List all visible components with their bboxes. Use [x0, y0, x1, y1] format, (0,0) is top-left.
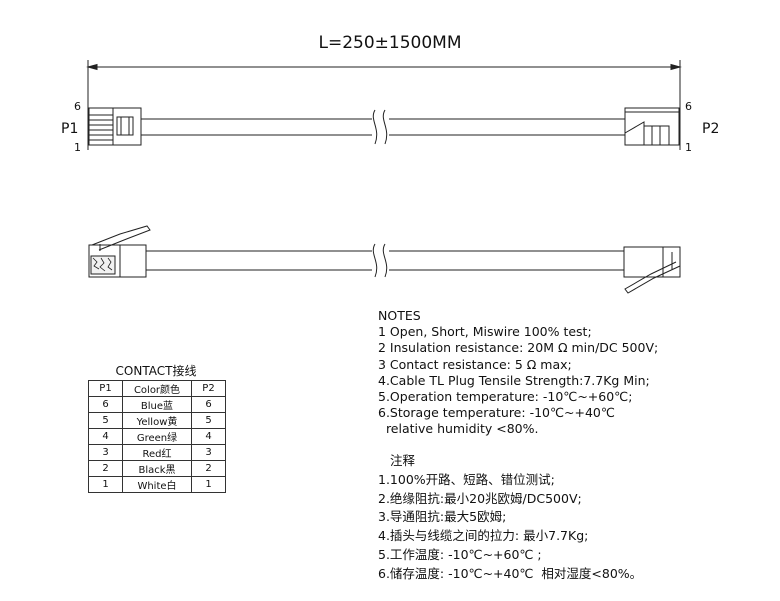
cell-p1: 1 [88, 476, 123, 493]
note-line: 5.Operation temperature: -10℃~+60℃; [378, 389, 633, 405]
cell-p1: 6 [88, 396, 123, 413]
table-row: 6 Blue蓝 6 [88, 396, 226, 413]
top-right-plug [624, 107, 680, 146]
cell-p2: 6 [191, 396, 226, 413]
cell-p1: 5 [88, 412, 123, 429]
contact-table-header: P1 Color颜色 P2 [88, 380, 226, 397]
p1-label: P1 [61, 121, 79, 137]
table-row: 3 Red红 3 [88, 444, 226, 461]
note-line: 1 Open, Short, Miswire 100% test; [378, 324, 592, 340]
p2-pin-bottom: 1 [685, 141, 692, 154]
cell-color: Red红 [122, 444, 192, 461]
cell-p2: 5 [191, 412, 226, 429]
notes-cn-title: 注释 [390, 453, 416, 468]
notes-title: NOTES [378, 308, 421, 323]
note-line: 3 Contact resistance: 5 Ω max; [378, 356, 572, 372]
cell-p1: 2 [88, 460, 123, 477]
note-line: 2 Insulation resistance: 20M Ω min/DC 50… [378, 340, 659, 356]
note-cn-line: 5.工作温度: -10℃~+60℃ ; [378, 546, 542, 562]
notes-cn-block: 注释 1.100%开路、短路、错位测试; 2.绝缘阻抗:最小20兆欧姆/DC50… [378, 452, 642, 584]
note-cn-line: 4.插头与线缆之间的拉力: 最小7.7Kg; [378, 528, 589, 544]
side-right-plug [623, 246, 681, 294]
note-cn-line: 2.绝缘阻抗:最小20兆欧姆/DC500V; [378, 490, 582, 506]
note-cn-line: 3.导通阻抗:最大5欧姆; [378, 509, 507, 525]
cell-color: Blue蓝 [122, 396, 192, 413]
table-row: 5 Yellow黄 5 [88, 412, 226, 429]
note-line: 4.Cable TL Plug Tensile Strength:7.7Kg M… [378, 372, 650, 388]
cell-color: Black黑 [122, 460, 192, 477]
side-left-plug [88, 225, 151, 278]
header-p1: P1 [88, 380, 123, 397]
cell-p1: 4 [88, 428, 123, 445]
cell-p2: 2 [191, 460, 226, 477]
dimension-arrow-left [86, 63, 98, 71]
note-cn-line: 1.100%开路、短路、错位测试; [378, 471, 555, 487]
cell-p2: 3 [191, 444, 226, 461]
contact-table-title: CONTACT接线 [115, 364, 197, 378]
side-break-mark-right [382, 243, 388, 278]
cell-p2: 4 [191, 428, 226, 445]
cell-p1: 3 [88, 444, 123, 461]
cell-color: White白 [122, 476, 192, 493]
cell-color: Green绿 [122, 428, 192, 445]
p2-pin-top: 6 [685, 100, 692, 113]
side-break-mark-left [372, 243, 378, 278]
note-line: relative humidity <80%. [378, 421, 539, 437]
break-mark-left [372, 109, 378, 145]
note-cn-line: 6.储存温度: -10℃~+40℃ 相对湿度<80%。 [378, 565, 643, 581]
top-left-plug [88, 107, 142, 146]
p2-label: P2 [702, 121, 720, 137]
contact-table: P1 Color颜色 P2 6 Blue蓝 6 5 Yellow黄 5 4 Gr… [88, 380, 226, 493]
table-row: 4 Green绿 4 [88, 428, 226, 445]
length-dimension-label: L=250±1500MM [318, 33, 462, 53]
header-p2: P2 [191, 380, 226, 397]
dimension-arrow-right [670, 63, 682, 71]
table-row: 2 Black黑 2 [88, 460, 226, 477]
table-row: 1 White白 1 [88, 476, 226, 493]
header-color: Color颜色 [122, 380, 192, 397]
cell-color: Yellow黄 [122, 412, 192, 429]
notes-block: NOTES 1 Open, Short, Miswire 100% test; … [378, 308, 658, 438]
cell-p2: 1 [191, 476, 226, 493]
p1-pin-bottom: 1 [74, 141, 81, 154]
note-line: 6.Storage temperature: -10℃~+40℃ [378, 405, 615, 421]
p1-pin-top: 6 [74, 100, 81, 113]
break-mark-right [382, 109, 388, 145]
